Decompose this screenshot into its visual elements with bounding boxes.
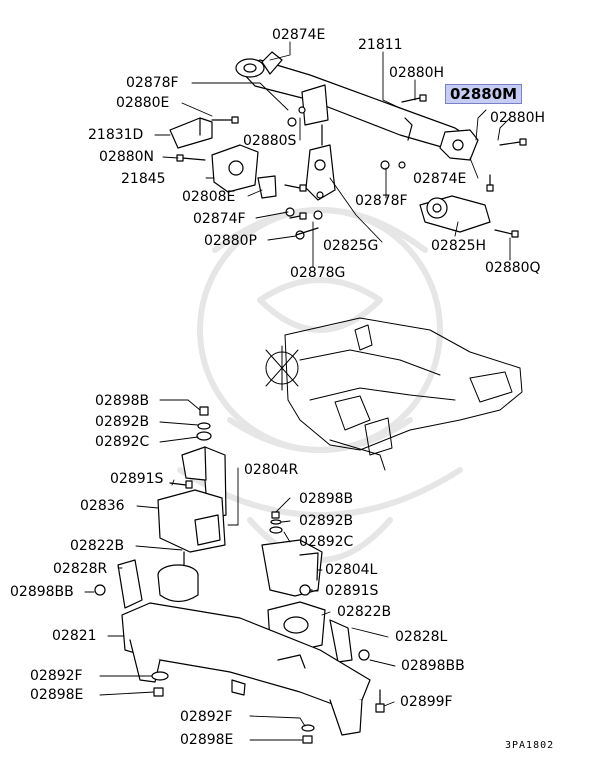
part-label-02804R: 02804R — [244, 462, 299, 478]
part-label-02880H-a: 02880H — [389, 65, 445, 81]
part-label-02898E-b: 02898E — [180, 732, 234, 748]
part-label-02892B-b: 02892B — [299, 513, 354, 529]
part-label-21811: 21811 — [358, 37, 403, 53]
part-label-02874E-top: 02874E — [272, 27, 326, 43]
part-label-02892B-a: 02892B — [95, 414, 150, 430]
insulator-02836 — [157, 489, 226, 553]
part-label-02898B-b: 02898B — [299, 491, 354, 507]
mount-02825H — [419, 195, 491, 233]
insulator-02822B-left — [117, 551, 199, 609]
part-label-02821: 02821 — [52, 628, 97, 644]
part-label-02878G: 02878G — [290, 265, 346, 281]
fasteners-top — [176, 94, 527, 240]
part-label-02898BB-a: 02898BB — [10, 584, 74, 600]
bracket-21831D — [169, 117, 213, 149]
part-label-02874F: 02874F — [193, 211, 246, 227]
engine-outline — [265, 317, 523, 471]
part-label-02804L: 02804L — [325, 562, 378, 578]
part-label-02878F-a: 02878F — [126, 75, 179, 91]
part-label-02880M-highlighted: 02880M — [445, 84, 523, 104]
part-label-02880N: 02880N — [99, 149, 155, 165]
part-label-02880S: 02880S — [243, 133, 297, 149]
part-label-02828L: 02828L — [395, 629, 448, 645]
part-label-02880Q: 02880Q — [485, 260, 541, 276]
part-label-02825H: 02825H — [431, 238, 487, 254]
part-label-02892F-b: 02892F — [180, 709, 233, 725]
part-label-02828R: 02828R — [53, 561, 108, 577]
part-label-02880H-b: 02880H — [490, 110, 546, 126]
part-label-02836: 02836 — [80, 498, 125, 514]
insulator-02822B-right — [267, 601, 353, 663]
part-label-02899F: 02899F — [400, 694, 453, 710]
part-label-02880P: 02880P — [204, 233, 257, 249]
bracket-assembly — [301, 84, 336, 201]
part-label-02874E-b: 02874E — [413, 171, 467, 187]
fasteners-bottom — [94, 406, 385, 744]
bracket-02808E — [257, 175, 277, 199]
part-label-02825G: 02825G — [323, 238, 379, 254]
part-label-02892F-a: 02892F — [30, 668, 83, 684]
part-label-02898B-a: 02898B — [95, 393, 150, 409]
part-label-02808E: 02808E — [182, 189, 236, 205]
part-label-21831D: 21831D — [88, 127, 144, 143]
part-label-02898E-a: 02898E — [30, 687, 84, 703]
mount-bracket-02804L — [261, 539, 323, 597]
part-label-02892C-b: 02892C — [299, 534, 354, 550]
part-label-02891S-a: 02891S — [110, 471, 164, 487]
crossmember-02821 — [121, 602, 371, 736]
part-label-02892C-a: 02892C — [95, 434, 150, 450]
part-label-02898BB-b: 02898BB — [401, 658, 465, 674]
part-label-02880E-a: 02880E — [116, 95, 170, 111]
crossmember-21811 — [235, 51, 479, 161]
leader-lines — [84, 41, 511, 741]
part-label-02822B-a: 02822B — [70, 538, 125, 554]
diagram-code: 3PA1802 — [505, 740, 555, 751]
part-label-02891S-b: 02891S — [325, 583, 379, 599]
part-label-21845: 21845 — [121, 171, 166, 187]
part-label-02822B-b: 02822B — [337, 604, 392, 620]
plate-21845 — [211, 144, 259, 193]
part-label-02878F-b: 02878F — [355, 193, 408, 209]
